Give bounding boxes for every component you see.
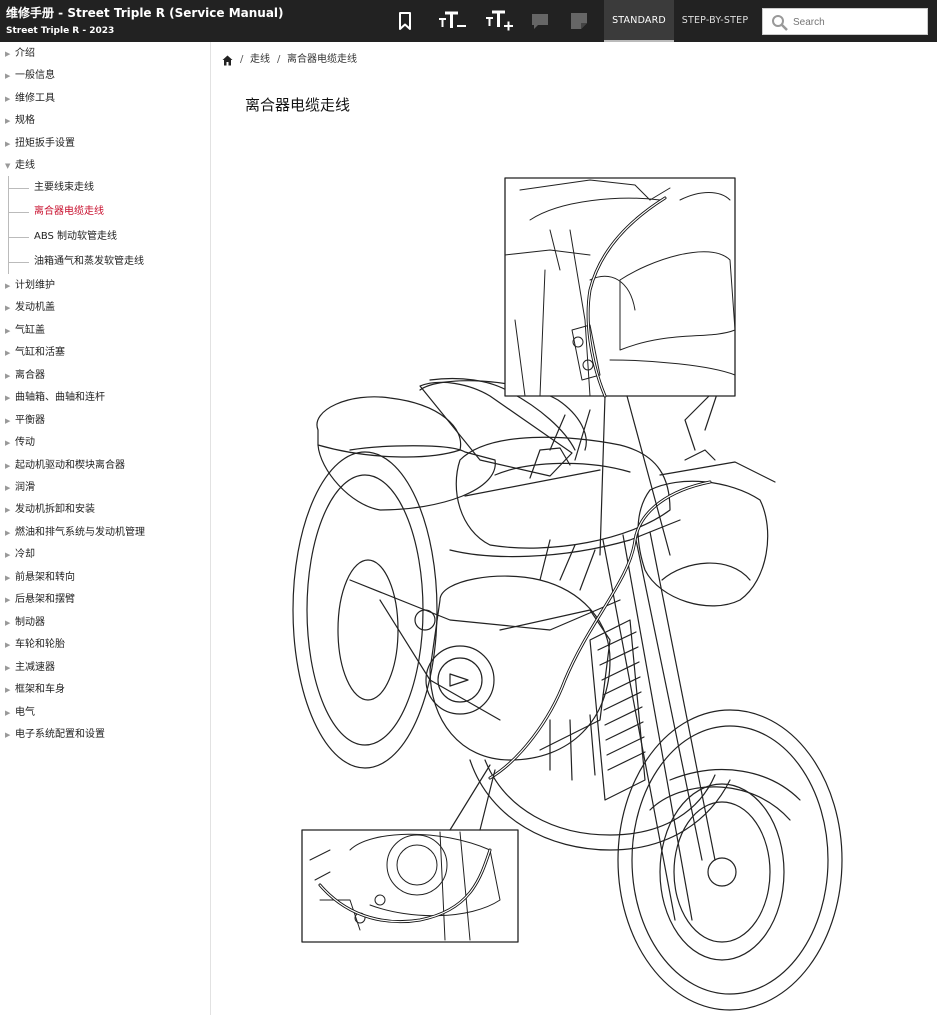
breadcrumb-separator: / <box>277 54 281 65</box>
expand-arrow-icon: ▶ <box>5 372 11 380</box>
expand-arrow-icon: ▶ <box>5 282 11 290</box>
collapse-arrow-icon: ▼ <box>5 162 11 170</box>
note-icon[interactable] <box>566 8 592 34</box>
breadcrumb-current: 离合器电缆走线 <box>287 54 357 65</box>
expand-arrow-icon: ▶ <box>5 596 11 604</box>
app-title: 维修手册 - Street Triple R (Service Manual) <box>6 6 284 20</box>
expand-arrow-icon: ▶ <box>5 506 11 514</box>
search-box[interactable] <box>762 8 928 35</box>
breadcrumb-link-routing[interactable]: 走线 <box>250 54 270 65</box>
expand-arrow-icon: ▶ <box>5 731 11 739</box>
page-title: 离合器电缆走线 <box>245 96 351 114</box>
expand-arrow-icon: ▶ <box>5 709 11 717</box>
search-icon <box>772 15 788 31</box>
expand-arrow-icon: ▶ <box>5 484 11 492</box>
expand-arrow-icon: ▶ <box>5 462 11 470</box>
top-bar: 维修手册 - Street Triple R (Service Manual) … <box>0 0 937 42</box>
expand-arrow-icon: ▶ <box>5 686 11 694</box>
expand-arrow-icon: ▶ <box>5 327 11 335</box>
tab-standard[interactable]: STANDARD <box>604 0 674 42</box>
expand-arrow-icon: ▶ <box>5 95 11 103</box>
expand-arrow-icon: ▶ <box>5 664 11 672</box>
sidebar: ▶介绍 ▶一般信息 ▶维修工具 ▶规格 ▶扭矩扳手设置 ▼走线 主要线束走线 离… <box>0 42 211 1015</box>
tab-step-by-step[interactable]: STEP-BY-STEP <box>681 15 749 26</box>
expand-arrow-icon: ▶ <box>5 619 11 627</box>
expand-arrow-icon: ▶ <box>5 574 11 582</box>
expand-arrow-icon: ▶ <box>5 394 11 402</box>
expand-arrow-icon: ▶ <box>5 72 11 80</box>
home-icon[interactable] <box>222 52 233 72</box>
expand-arrow-icon: ▶ <box>5 439 11 447</box>
expand-arrow-icon: ▶ <box>5 529 11 537</box>
expand-arrow-icon: ▶ <box>5 50 11 58</box>
bookmark-icon[interactable] <box>392 8 418 34</box>
tree-line <box>8 176 9 274</box>
text-decrease-icon[interactable] <box>437 8 469 34</box>
expand-arrow-icon: ▶ <box>5 304 11 312</box>
expand-arrow-icon: ▶ <box>5 349 11 357</box>
clutch-cable-routing-illustration <box>292 177 843 1011</box>
text-increase-icon[interactable] <box>484 8 516 34</box>
expand-arrow-icon: ▶ <box>5 551 11 559</box>
expand-arrow-icon: ▶ <box>5 641 11 649</box>
breadcrumb-separator: / <box>240 54 244 65</box>
expand-arrow-icon: ▶ <box>5 417 11 425</box>
expand-arrow-icon: ▶ <box>5 117 11 125</box>
search-input[interactable] <box>793 13 921 31</box>
expand-arrow-icon: ▶ <box>5 140 11 148</box>
comment-icon[interactable] <box>527 8 553 34</box>
app-subtitle: Street Triple R - 2023 <box>6 26 115 36</box>
